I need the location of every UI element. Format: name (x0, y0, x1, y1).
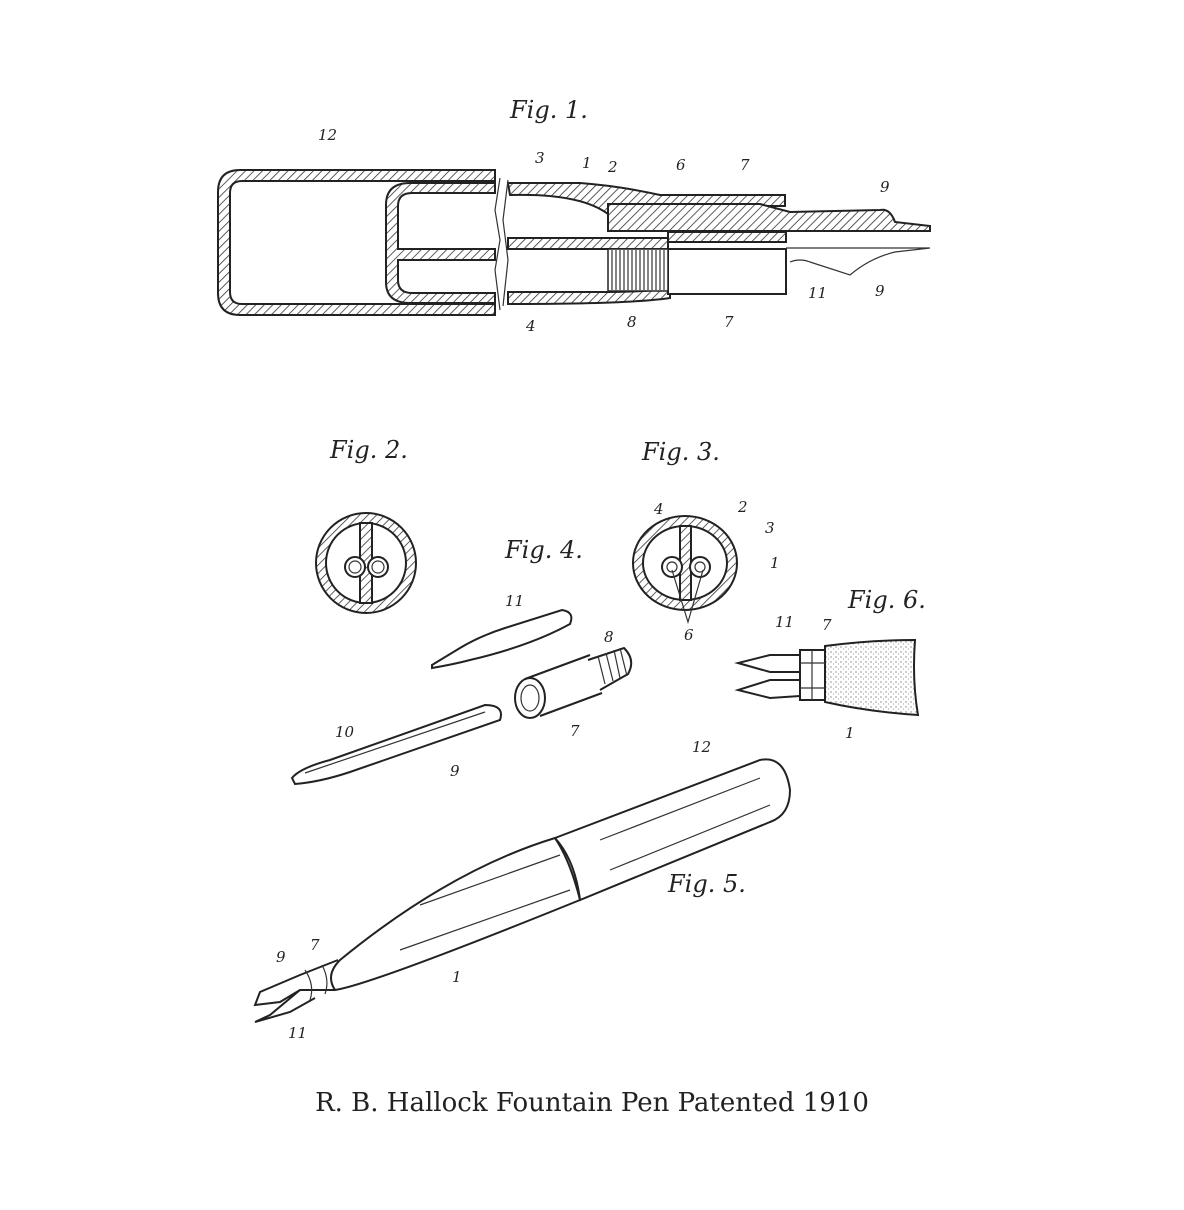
svg-text:1: 1 (582, 154, 592, 172)
svg-text:11: 11 (288, 1024, 307, 1042)
figure-4-title: Fig. 4. (504, 536, 583, 564)
feed-part-9 (290, 703, 502, 786)
pen-barrel (330, 836, 582, 992)
svg-text:4: 4 (525, 317, 536, 335)
figure-5-title: Fig. 5. (667, 870, 746, 898)
svg-text:11: 11 (505, 592, 524, 610)
svg-text:1: 1 (452, 968, 462, 986)
figure-1: Fig. 1. 12 3 1 2 6 7 9 4 8 7 11 9 (217, 96, 931, 335)
figure-3: Fig. 3. 4 2 3 1 6 (632, 438, 780, 644)
svg-text:2: 2 (607, 158, 618, 176)
svg-text:8: 8 (627, 313, 637, 331)
svg-text:10: 10 (335, 723, 355, 741)
svg-text:1: 1 (845, 724, 855, 742)
nib-11 (786, 247, 931, 276)
svg-text:9: 9 (875, 282, 885, 300)
figure-6-labels: 11 7 1 (775, 613, 855, 742)
sleeve-part-7 (514, 654, 603, 719)
svg-text:4: 4 (653, 500, 664, 518)
caption: R. B. Hallock Fountain Pen Patented 1910 (315, 1088, 869, 1118)
figure-2: Fig. 2. (315, 436, 417, 614)
svg-text:12: 12 (692, 738, 711, 756)
nib-part-11 (431, 608, 573, 670)
barrel-end (824, 638, 920, 717)
pen-cap (553, 758, 792, 902)
figure-3-labels: 4 2 3 1 6 (653, 498, 780, 644)
svg-text:2: 2 (737, 498, 748, 516)
svg-text:6: 6 (684, 626, 694, 644)
figure-4-labels: 11 8 10 9 7 (335, 592, 614, 780)
figure-1-labels: 12 3 1 2 6 7 9 4 8 7 11 9 (318, 126, 890, 335)
sleeve-7 (667, 248, 787, 295)
feed-section (607, 203, 931, 232)
svg-text:7: 7 (570, 722, 580, 740)
svg-text:8: 8 (604, 628, 614, 646)
svg-text:11: 11 (775, 613, 794, 631)
svg-text:9: 9 (276, 948, 286, 966)
svg-text:1: 1 (770, 554, 780, 572)
thread-8 (607, 248, 669, 292)
thread-part-8 (587, 646, 633, 691)
figure-1-title: Fig. 1. (509, 96, 588, 124)
svg-text:9: 9 (880, 178, 890, 196)
svg-text:12: 12 (318, 126, 337, 144)
figure-4: Fig. 4. 11 8 10 9 7 (290, 536, 633, 786)
svg-text:3: 3 (765, 519, 775, 537)
figure-6: Fig. 6. 11 7 1 (734, 586, 926, 742)
figure-2-title: Fig. 2. (329, 436, 408, 464)
svg-text:3: 3 (535, 149, 545, 167)
figure-5-labels: 12 1 9 7 11 (276, 738, 711, 1042)
figure-6-title: Fig. 6. (847, 586, 926, 614)
figure-5: Fig. 5. 12 1 9 7 11 (253, 738, 792, 1042)
svg-text:9: 9 (450, 762, 460, 780)
svg-text:11: 11 (808, 284, 827, 302)
svg-text:7: 7 (724, 313, 734, 331)
figure-3-title: Fig. 3. (641, 438, 720, 466)
svg-text:7: 7 (740, 156, 750, 174)
svg-text:7: 7 (310, 936, 320, 954)
inner-tube-section (385, 182, 496, 304)
pen-nib (253, 959, 339, 1023)
svg-text:7: 7 (822, 616, 832, 634)
svg-text:6: 6 (676, 156, 686, 174)
